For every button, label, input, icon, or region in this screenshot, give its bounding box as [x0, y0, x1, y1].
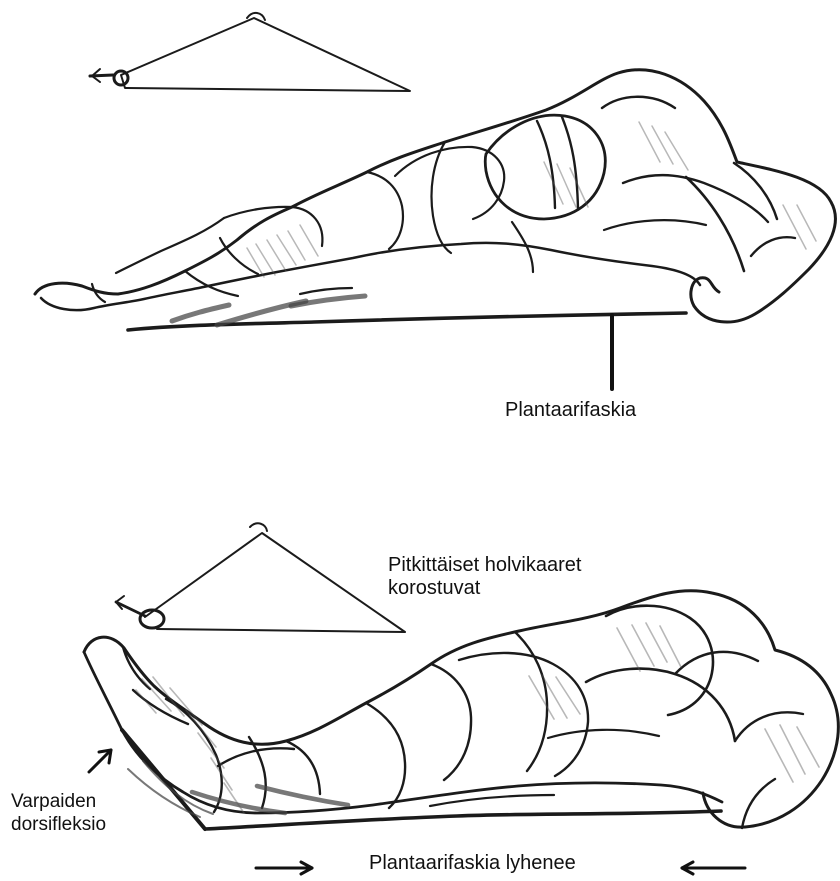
toe-dorsiflexion-label-line-1: Varpaiden	[11, 790, 96, 813]
arch-label-line-2: korostuvat	[388, 576, 480, 600]
top-foot-drawing	[35, 70, 835, 389]
top-windlass-triangle	[90, 13, 410, 91]
arch-label-line-1: Pitkittäiset holvikaaret	[388, 553, 581, 577]
bottom-foot-drawing	[84, 591, 838, 829]
bottom-plantar-fascia-label: Plantaarifaskia lyhenee	[369, 851, 576, 875]
toe-dorsiflexion-label-line-2: dorsifleksio	[11, 813, 106, 836]
bottom-windlass-triangle	[116, 523, 405, 632]
top-plantar-fascia-label: Plantaarifaskia	[505, 398, 636, 422]
